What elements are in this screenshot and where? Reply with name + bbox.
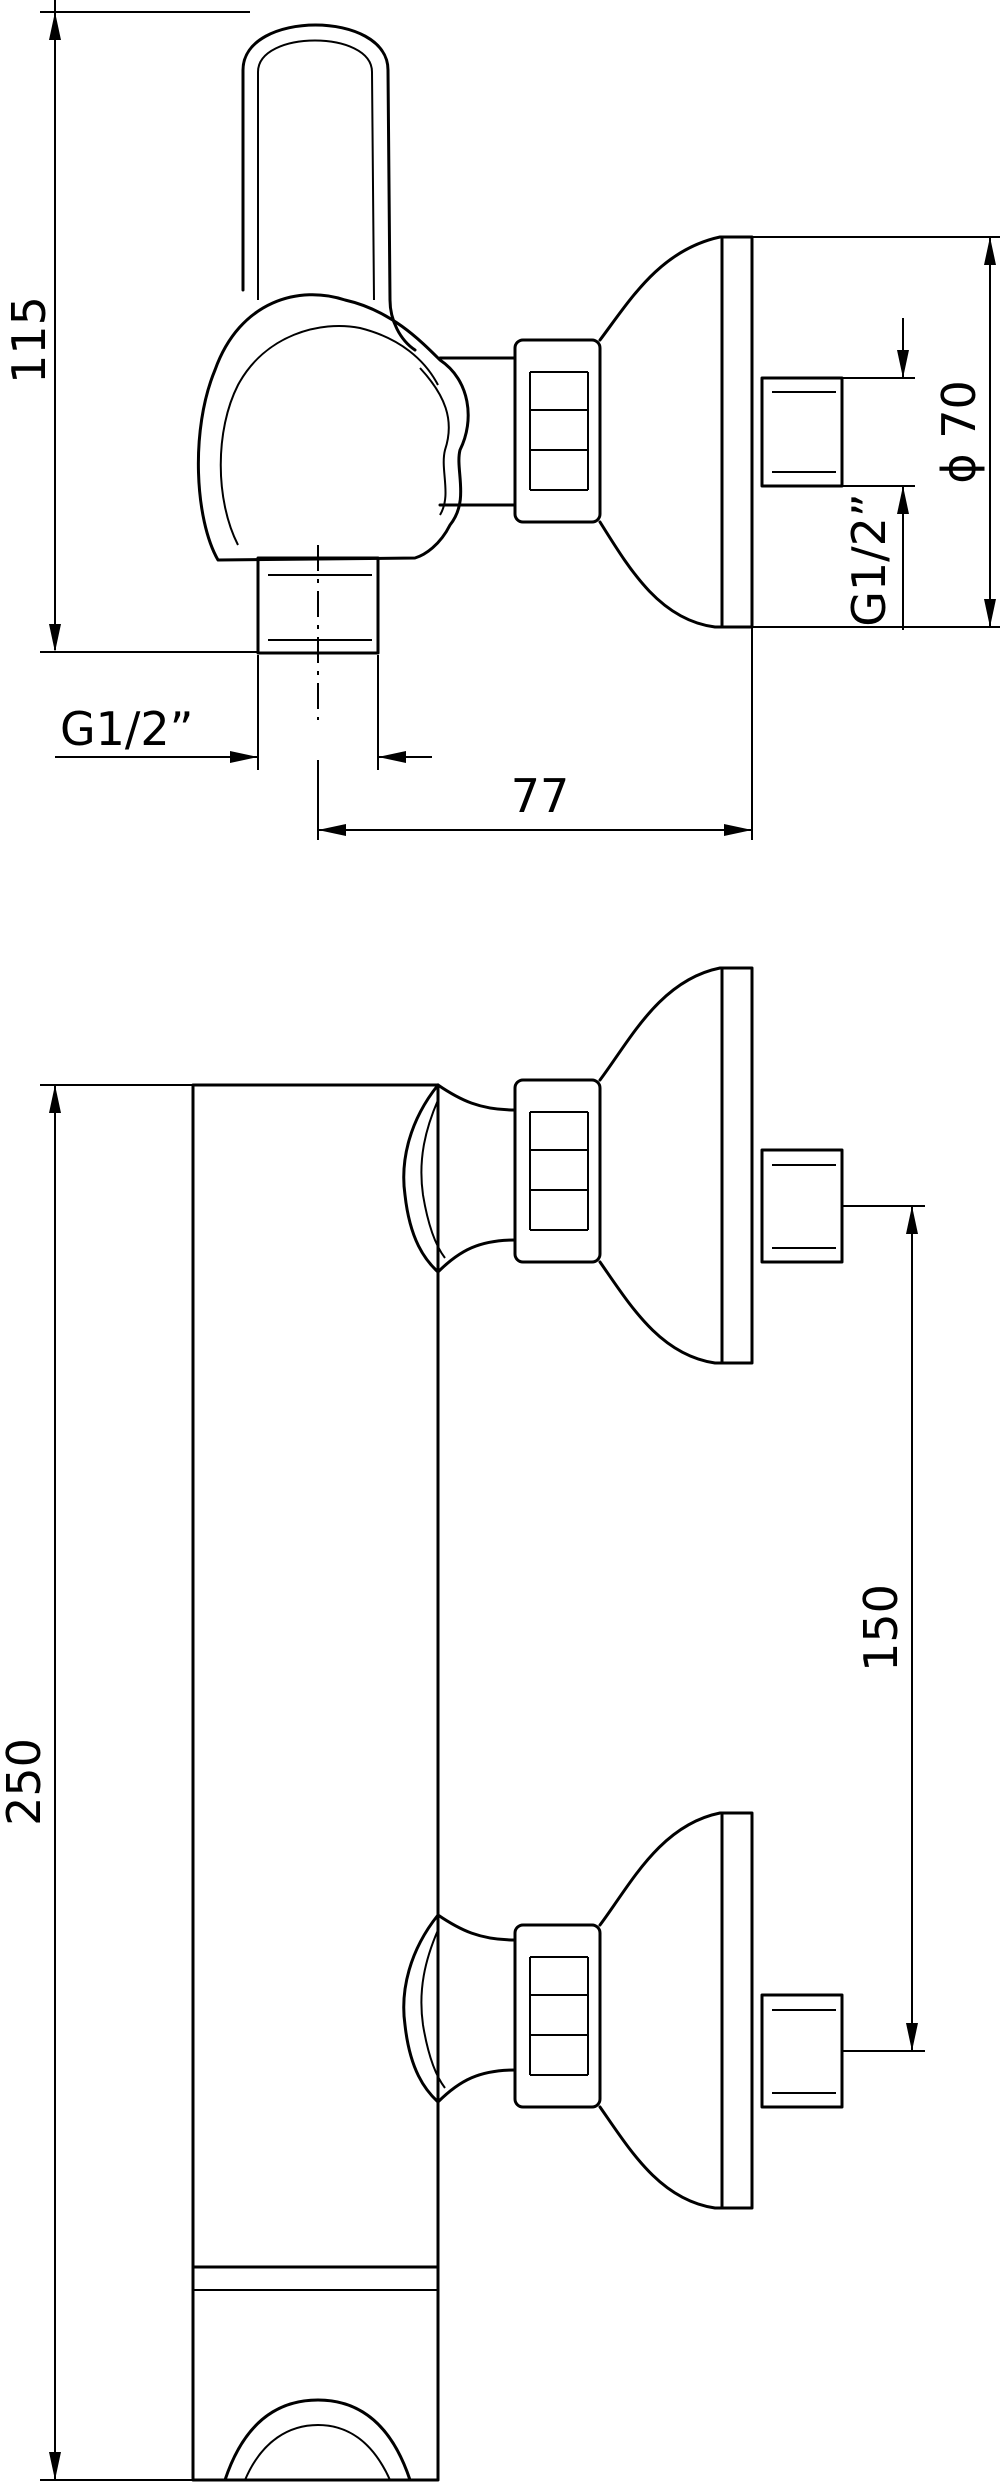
escutcheon-lower [598,1811,724,2210]
inlet-thread-upper [760,1148,844,1264]
inlet-thread-side [760,376,844,488]
hex-nut-upper [513,1078,602,1264]
dim-115-label: 115 [2,296,56,384]
dim-thread-bottom-label: G1/2” [60,702,194,756]
lever-handle [241,23,417,352]
hex-nut-top [513,338,602,524]
dim-250-label: 250 [0,1738,51,1826]
cartridge-cap [196,293,470,562]
dim-diameter-label: ϕ 70 [932,380,986,484]
inlet-thread-lower [760,1993,844,2109]
lower-elbow [402,1913,440,2104]
hex-nut-lower [513,1923,602,2109]
dim-77-label: 77 [511,769,570,823]
lever-handle-inner [257,39,375,301]
outlet-spout [223,2398,412,2482]
mixer-body [191,1083,440,2269]
escutcheon-top [598,235,724,629]
upper-elbow [402,1083,440,1274]
escutcheon-upper [598,966,724,1365]
top-view: 115 G1/2” 77 ϕ 70 G1/2” [2,0,1000,840]
dim-thread-side-label: G1/2” [842,493,896,627]
dim-150-label: 150 [854,1584,908,1672]
cartridge-cap-inner [219,324,439,546]
outlet-cap [191,2265,440,2482]
front-view: 250 150 [0,966,925,2482]
